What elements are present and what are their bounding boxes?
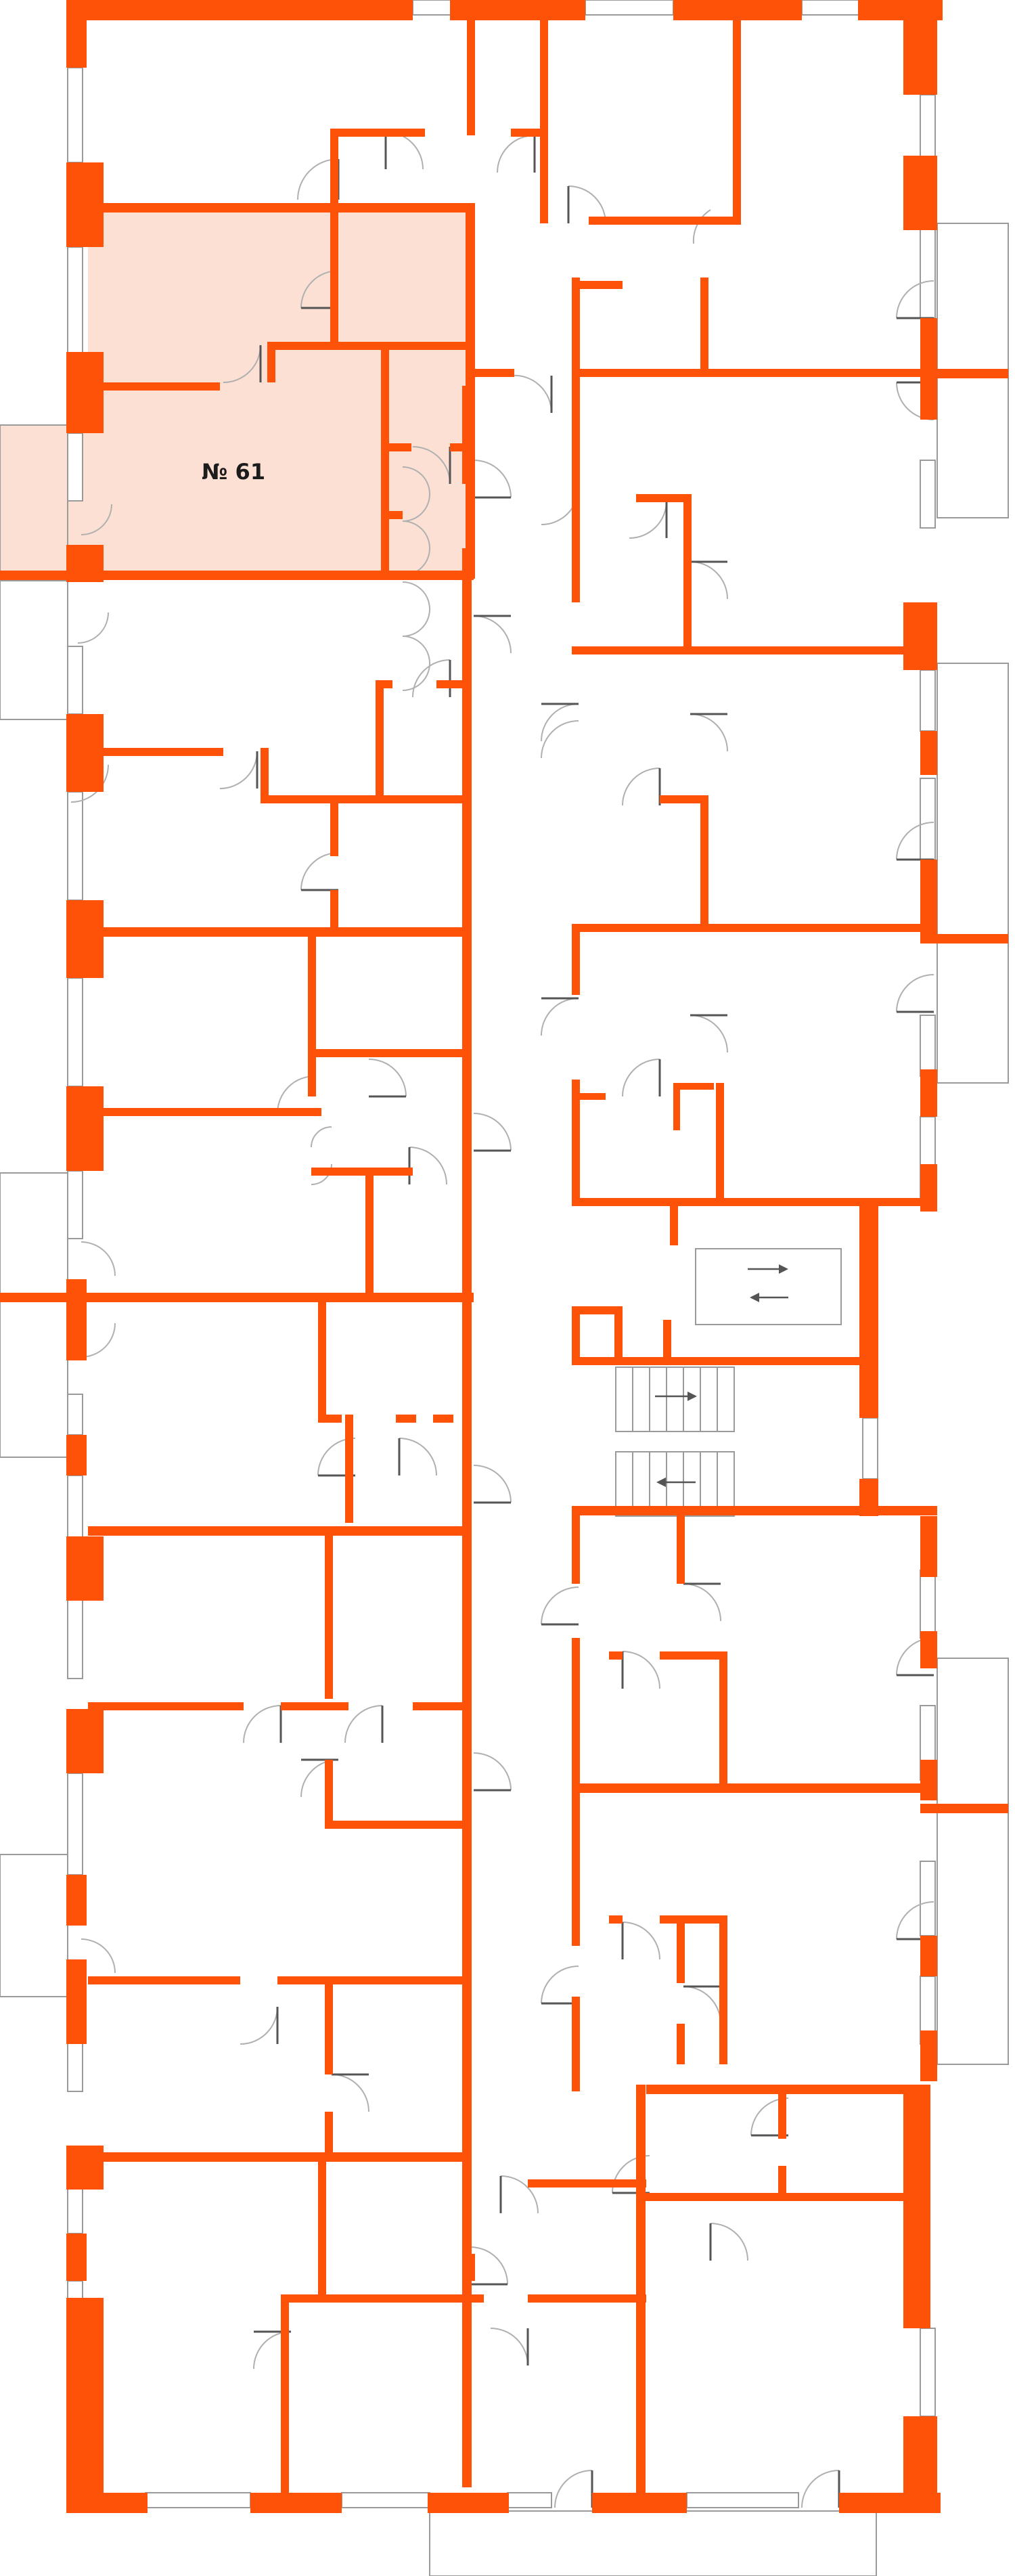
window [145,2492,251,2508]
window [862,1417,878,1480]
window [67,246,83,356]
window [920,94,936,163]
doors [70,131,934,2508]
apartment-61-area[interactable] [0,203,474,575]
apartment-61[interactable]: № 61 [0,203,474,575]
window [920,2328,936,2417]
balcony-right-2 [937,663,1009,1084]
balcony-left-3 [0,1172,68,1458]
window [920,669,936,732]
balcony-bottom [429,2510,877,2576]
balcony-left-4 [0,1854,68,1997]
apartment-number-label: № 61 [202,459,265,485]
window [67,646,83,715]
window [67,432,83,502]
window [920,1861,936,1936]
window [67,1170,83,1239]
window [507,2492,552,2508]
window [67,791,83,901]
window [920,1570,936,1639]
staircase-icon [615,1367,735,1517]
stair-flight-down [615,1451,735,1517]
window [920,1015,936,1077]
window [585,0,674,16]
stair-flight-up [615,1367,735,1432]
walls [0,0,1008,2513]
elevator-arrows-icon [695,1248,842,1325]
window [920,778,936,860]
window [67,1394,83,1436]
window [412,0,454,16]
window [67,67,83,163]
balcony-right-3 [937,1658,1009,2065]
elevator-shaft [695,1248,842,1325]
window [341,2492,430,2508]
window [801,0,860,16]
window [686,2492,799,2508]
window [67,1773,83,1875]
window [67,1597,83,1679]
window [920,216,936,319]
balcony-left-2 [0,580,68,720]
window [67,977,83,1087]
window [920,460,936,529]
